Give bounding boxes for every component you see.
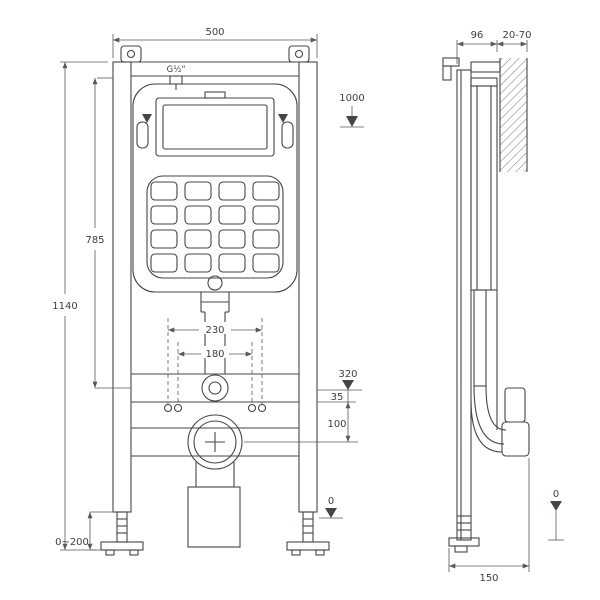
insulation-cell [252,205,280,225]
fixing-level-mark-320 [317,380,362,391]
dim-flush-230-label: 230 [205,325,224,336]
dim-cistern-height-label: 785 [85,235,104,246]
insulation-cell [150,181,178,201]
side-clip-left [136,121,149,149]
dim-total-height-label: 1140 [52,301,77,312]
front-dimensions [60,34,364,551]
fixing-rail [131,373,299,403]
dim-outlet-depth-150 [448,458,530,572]
dim-flush-230 [168,322,262,334]
insulation-cell [150,205,178,225]
floor-level-mark-side [548,501,564,541]
fixing-height-label: 320 [338,369,357,380]
labels: G½" 500 1140 785 1000 230 180 320 35 100… [52,27,559,584]
drain-pipe [187,462,241,548]
fixing-bolt [247,403,257,413]
floor-zero-side-label: 0 [553,489,559,500]
dim-depth-96-label: 96 [471,30,484,41]
wall-section [499,58,528,172]
flush-bend-circle [201,374,229,402]
outlet-circle-inner [193,420,237,464]
insulation-cell [252,253,280,273]
foot-range-label: 0~200 [55,537,89,548]
insulation-cell [218,181,246,201]
water-level-mark-right [278,114,288,123]
fixing-bolt [173,403,183,413]
dim-wall-range-label: 20-70 [502,30,531,41]
water-inlet-fitting [169,75,183,90]
mounting-tab-right [288,45,310,63]
outlet-offset-label: 100 [327,419,346,430]
insulation-cell [150,253,178,273]
fixing-bolt [257,403,267,413]
insulation-cell [184,253,212,273]
mounting-tab-left [120,45,142,63]
foot-left [100,511,144,556]
insulation-cell [252,229,280,249]
frame-profile [456,69,472,541]
supply-height-label: 1000 [339,93,364,104]
front-filled-marks [142,114,288,123]
outlet-rail [131,427,299,457]
foot-side [448,515,480,553]
cistern-side [470,77,498,291]
insulation-grid [146,175,284,279]
foot-right [286,511,330,556]
dim-width-500 [112,34,318,58]
thread-label: G½" [167,65,186,75]
insulation-cell [218,229,246,249]
fixing-bolt [163,403,173,413]
insulation-cell [184,181,212,201]
top-bracket [442,57,501,81]
water-level-mark-left [142,114,152,123]
insulation-cell [218,253,246,273]
insulation-cell [252,181,280,201]
cistern-body [132,83,298,293]
dim-flush-180-label: 180 [205,349,224,360]
flush-pipe-side [473,289,487,387]
floor-zero-front-label: 0 [328,496,334,507]
cistern-drain-circle [207,275,223,291]
insulation-cell [218,205,246,225]
dim-outlet-100 [244,402,358,443]
frame-right-rail [298,61,318,513]
offset-35-label: 35 [331,392,344,403]
insulation-cell [184,205,212,225]
side-clip-right [281,121,294,149]
outlet-circle [187,414,243,470]
front-view [100,45,330,556]
dim-width-label: 500 [205,27,224,38]
access-panel [155,91,275,157]
dim-outlet-depth-label: 150 [479,573,498,584]
dim-flush-180 [178,346,252,358]
insulation-cell [150,229,178,249]
insulation-cell [184,229,212,249]
dim-foot-range [87,511,113,551]
dim-cistern-height-785 [92,77,131,389]
flush-bend-circle-inner [208,381,222,395]
dim-total-height-1140 [60,61,108,551]
frame-left-rail [112,61,132,513]
supply-level-mark [340,106,364,128]
floor-level-mark-front [319,508,343,519]
side-dimensions [448,40,564,572]
side-view [442,57,530,553]
outlet-elbow [470,385,530,457]
